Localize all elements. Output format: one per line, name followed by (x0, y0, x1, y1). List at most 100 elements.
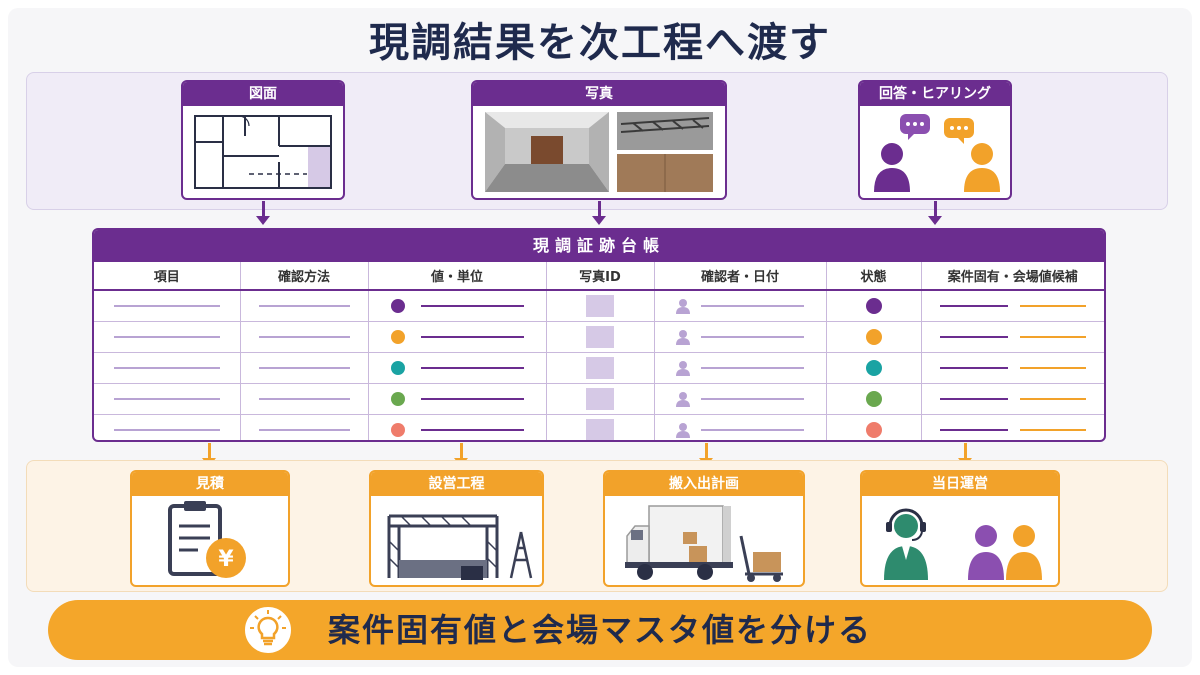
photo-thumbnail (586, 387, 614, 410)
placeholder-line (700, 366, 804, 369)
status-dot (390, 329, 405, 344)
person-icon (675, 360, 691, 376)
source-card-photo-label: 写真 (473, 82, 725, 106)
placeholder-line (114, 397, 220, 400)
source-card-hearing: 回答・ヒアリング (858, 80, 1012, 200)
table-cell (546, 321, 655, 353)
evidence-ledger: 現調証跡台帳 項目 確認方法 値・単位 写真ID 確認者・日付 状態 案件固有・… (92, 228, 1106, 442)
target-card-setup-label: 設営工程 (371, 472, 542, 496)
status-dot (865, 359, 882, 376)
placeholder-line (258, 335, 350, 338)
status-dot (390, 360, 405, 375)
photo-thumbnail (586, 356, 614, 379)
placeholder-line (420, 366, 524, 369)
placeholder-line (1019, 428, 1086, 431)
delivery-truck-icon (625, 505, 783, 582)
placeholder-line (114, 366, 220, 369)
table-cell (368, 321, 547, 353)
person-icon (675, 329, 691, 345)
table-cell (654, 383, 827, 415)
source-card-hearing-label: 回答・ヒアリング (860, 82, 1010, 106)
table-cell (94, 352, 241, 384)
column-header: 確認者・日付 (654, 262, 827, 291)
table-row (94, 290, 1104, 322)
target-card-setup: 設営工程 (369, 470, 544, 587)
table-cell (826, 383, 922, 415)
table-cell (921, 290, 1104, 322)
person-icon (675, 298, 691, 314)
target-card-estimate-label: 見積 (132, 472, 288, 496)
table-cell (240, 352, 369, 384)
placeholder-line (700, 428, 804, 431)
key-message-text: 案件固有値と会場マスタ値を分ける (328, 611, 873, 649)
conversation-icon (874, 114, 1000, 192)
placeholder-line (114, 428, 220, 431)
photo-thumbnail (586, 325, 614, 348)
placeholder-line (939, 366, 1008, 369)
status-dot (390, 422, 405, 437)
placeholder-line (700, 335, 804, 338)
status-dot (390, 391, 405, 406)
svg-text:¥: ¥ (218, 547, 234, 572)
column-header: 状態 (826, 262, 922, 291)
table-cell (826, 321, 922, 353)
bulb-badge (242, 604, 294, 656)
target-card-logistics-label: 搬入出計画 (605, 472, 803, 496)
source-card-drawing-label: 図面 (183, 82, 343, 106)
operator-staff-icon (884, 508, 1042, 580)
status-dot (865, 297, 882, 314)
placeholder-line (258, 366, 350, 369)
placeholder-line (939, 304, 1008, 307)
person-icon (675, 422, 691, 438)
table-cell (368, 290, 547, 322)
placeholder-line (420, 335, 524, 338)
placeholder-line (420, 397, 524, 400)
key-message-banner: 案件固有値と会場マスタ値を分ける (48, 600, 1152, 660)
placeholder-line (700, 304, 804, 307)
source-card-drawing: 図面 (181, 80, 345, 200)
photo-thumbnail (586, 294, 614, 317)
table-cell (94, 321, 241, 353)
table-row (94, 321, 1104, 353)
table-cell (826, 290, 922, 322)
ledger-table: 項目 確認方法 値・単位 写真ID 確認者・日付 状態 案件固有・会場値候補 (94, 262, 1104, 440)
placeholder-line (420, 428, 524, 431)
column-header: 値・単位 (368, 262, 547, 291)
page-title: 現調結果を次工程へ渡す (369, 20, 831, 66)
placeholder-line (700, 397, 804, 400)
placeholder-line (258, 428, 350, 431)
table-cell (546, 290, 655, 322)
table-cell (654, 290, 827, 322)
table-cell (921, 352, 1104, 384)
table-cell (240, 290, 369, 322)
column-header: 案件固有・会場値候補 (921, 262, 1104, 291)
placeholder-line (114, 304, 220, 307)
ledger-body (94, 290, 1104, 440)
photo-thumbnail (586, 418, 614, 440)
table-row (94, 383, 1104, 415)
table-cell (94, 383, 241, 415)
table-cell (826, 414, 922, 440)
table-cell (654, 414, 827, 440)
placeholder-line (114, 335, 220, 338)
table-cell (546, 414, 655, 440)
placeholder-line (939, 397, 1008, 400)
status-dot (390, 298, 405, 313)
person-icon (675, 391, 691, 407)
ledger-title: 現調証跡台帳 (94, 230, 1104, 262)
table-cell (654, 321, 827, 353)
table-cell (921, 383, 1104, 415)
table-cell (94, 414, 241, 440)
column-header: 確認方法 (240, 262, 369, 291)
estimate-clipboard-yen-icon: ¥ (168, 501, 246, 578)
table-cell (921, 321, 1104, 353)
placeholder-line (1019, 397, 1086, 400)
table-cell (240, 321, 369, 353)
table-cell (921, 414, 1104, 440)
floor-plan-icon (194, 115, 332, 189)
placeholder-line (939, 335, 1008, 338)
target-card-operation: 当日運営 (860, 470, 1060, 587)
placeholder-line (1019, 304, 1086, 307)
table-cell (94, 290, 241, 322)
placeholder-line (420, 304, 524, 307)
